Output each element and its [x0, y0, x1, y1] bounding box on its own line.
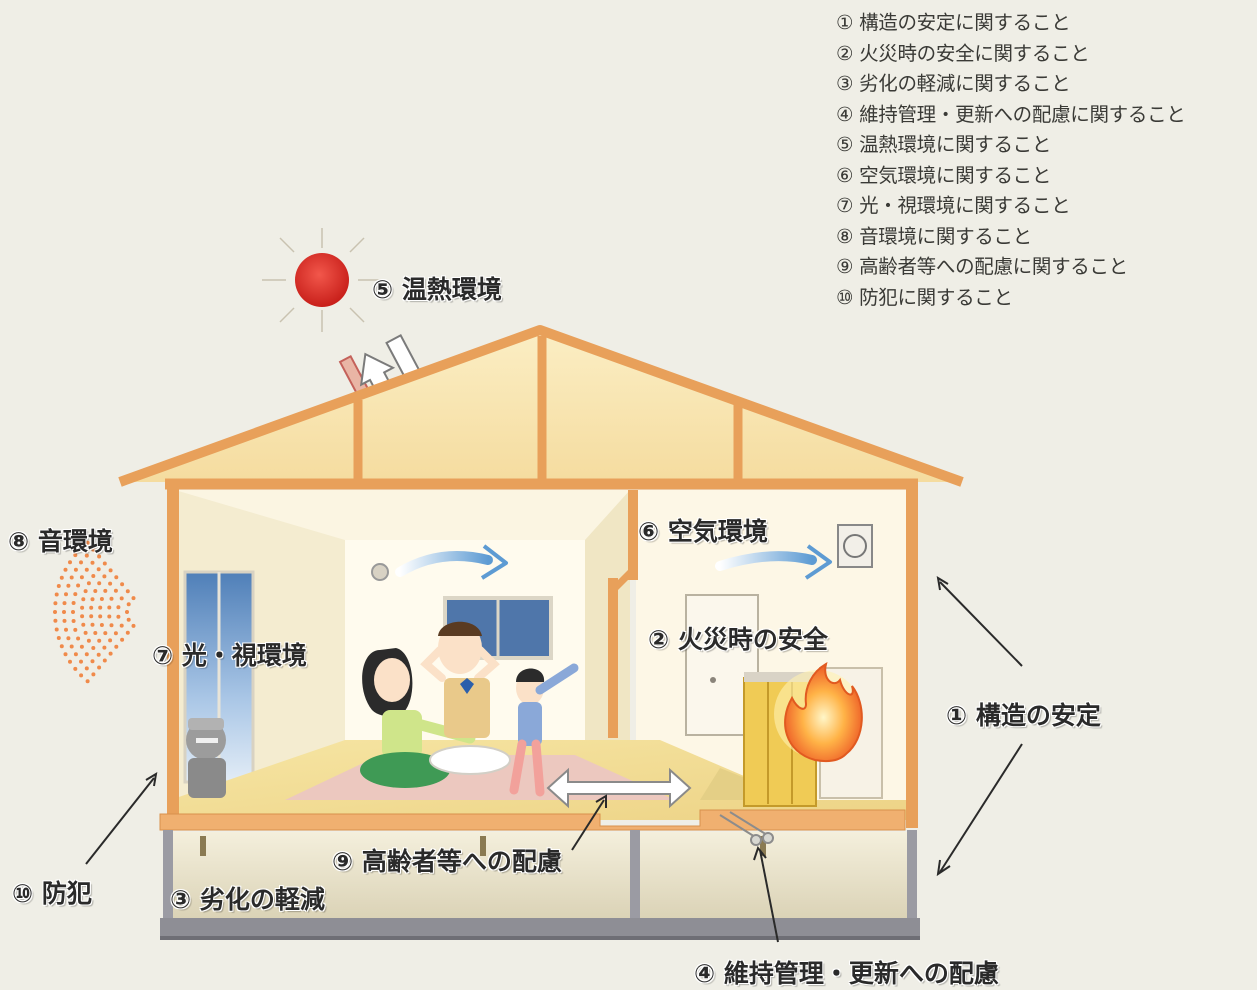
label-elderly: ⑨ 高齢者等への配慮 [332, 847, 562, 876]
label-deterioration: ③ 劣化の軽減 [170, 885, 325, 914]
legend-item-elderly: ⑨ 高齢者等への配慮に関すること [836, 255, 1128, 278]
legend-item-light: ⑦ 光・視環境に関すること [836, 194, 1071, 217]
child-figure [509, 663, 579, 797]
label-air: ⑥ 空気環境 [638, 517, 768, 546]
legend-item-structure: ① 構造の安定に関すること [836, 11, 1071, 34]
house-foundation [160, 811, 920, 940]
fire-icon [774, 661, 863, 763]
legend-item-air: ⑥ 空気環境に関すること [836, 163, 1052, 187]
father-figure [420, 621, 511, 775]
label-sound: ⑧ 音環境 [8, 527, 113, 556]
house-frame [159, 488, 918, 831]
legend-item-crime: ⑩ 防犯に関すること [836, 285, 1013, 309]
label-crime: ⑩ 防犯 [12, 879, 92, 908]
air-flow-arrows [395, 544, 832, 580]
legend-item-deterioration: ③ 劣化の軽減に関すること [836, 72, 1071, 95]
sound-waves-icon [53, 540, 136, 684]
sun-icon [262, 228, 382, 332]
mother-figure [360, 648, 476, 788]
pointer-lines [85, 576, 1023, 943]
barrier-free-arrow [546, 767, 692, 809]
label-fire: ② 火災時の安全 [648, 625, 828, 654]
intruder-figure [186, 718, 226, 798]
label-light: ⑦ 光・視環境 [152, 641, 307, 670]
legend-item-maintenance: ④ 維持管理・更新への配慮に関すること [836, 102, 1186, 126]
family-figures [186, 621, 579, 798]
legend-list: ① 構造の安定に関すること ② 火災時の安全に関すること ③ 劣化の軽減に関する… [836, 8, 1246, 313]
label-structure: ① 構造の安定 [946, 701, 1101, 730]
house-attic [118, 325, 964, 490]
legend-item-thermal: ⑤ 温熱環境に関すること [836, 133, 1052, 156]
legend-item-fire-safety: ② 火災時の安全に関すること [836, 41, 1090, 65]
label-thermal: ⑤ 温熱環境 [372, 275, 502, 304]
legend-item-sound: ⑧ 音環境に関すること [836, 224, 1032, 248]
label-maintenance: ④ 維持管理・更新への配慮 [694, 959, 999, 988]
